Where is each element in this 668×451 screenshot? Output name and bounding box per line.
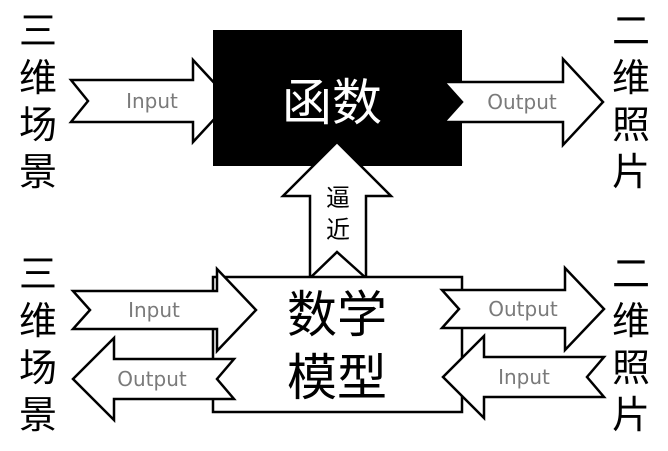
bottom-right-label: 二 维 照 片 (612, 252, 650, 437)
top-output-arrow: Output (441, 55, 605, 149)
approximation-arrow: 逼 近 (279, 140, 395, 281)
top-left-char-3: 场 (19, 103, 57, 147)
bottom-left-output-arrow: Output (71, 334, 237, 424)
model-box-title-line1: 数学 (287, 286, 387, 344)
bottom-right-output-arrow: Output (439, 264, 606, 354)
bottom-right-char-1: 二 (612, 252, 650, 296)
top-right-char-4: 片 (612, 150, 650, 194)
bottom-right-input-arrow: Input (441, 332, 607, 422)
top-left-char-2: 维 (19, 56, 57, 100)
top-output-arrow-label: Output (487, 90, 557, 114)
function-box-title: 函数 (282, 74, 382, 132)
model-box-title-line2: 模型 (287, 349, 387, 407)
top-left-char-4: 景 (19, 150, 57, 194)
bottom-right-input-arrow-label: Input (498, 365, 550, 389)
bottom-left-label: 三 维 场 景 (19, 252, 57, 437)
bottom-right-char-3: 照 (612, 346, 650, 390)
bottom-left-input-arrow-label: Input (128, 298, 180, 322)
bottom-left-input-arrow: Input (70, 265, 258, 355)
top-left-label: 三 维 场 景 (19, 9, 57, 194)
bottom-left-char-2: 维 (19, 299, 57, 343)
top-right-char-2: 维 (612, 56, 650, 100)
top-right-label: 二 维 照 片 (612, 9, 650, 194)
top-left-char-1: 三 (19, 9, 57, 53)
model-box: 数学 模型 (211, 275, 464, 414)
bottom-left-output-arrow-label: Output (117, 367, 187, 391)
approximation-label-char-1: 逼 (326, 184, 350, 212)
bottom-right-char-2: 维 (612, 299, 650, 343)
top-input-arrow: Input (68, 56, 233, 146)
bottom-right-output-arrow-label: Output (488, 297, 558, 321)
bottom-left-char-3: 场 (19, 346, 57, 390)
top-right-char-3: 照 (612, 103, 650, 147)
bottom-left-char-1: 三 (19, 252, 57, 296)
approximation-label-char-2: 近 (326, 216, 350, 244)
top-right-char-1: 二 (612, 9, 650, 53)
bottom-right-char-4: 片 (612, 393, 650, 437)
bottom-left-char-4: 景 (19, 393, 57, 437)
top-input-arrow-label: Input (126, 89, 178, 113)
